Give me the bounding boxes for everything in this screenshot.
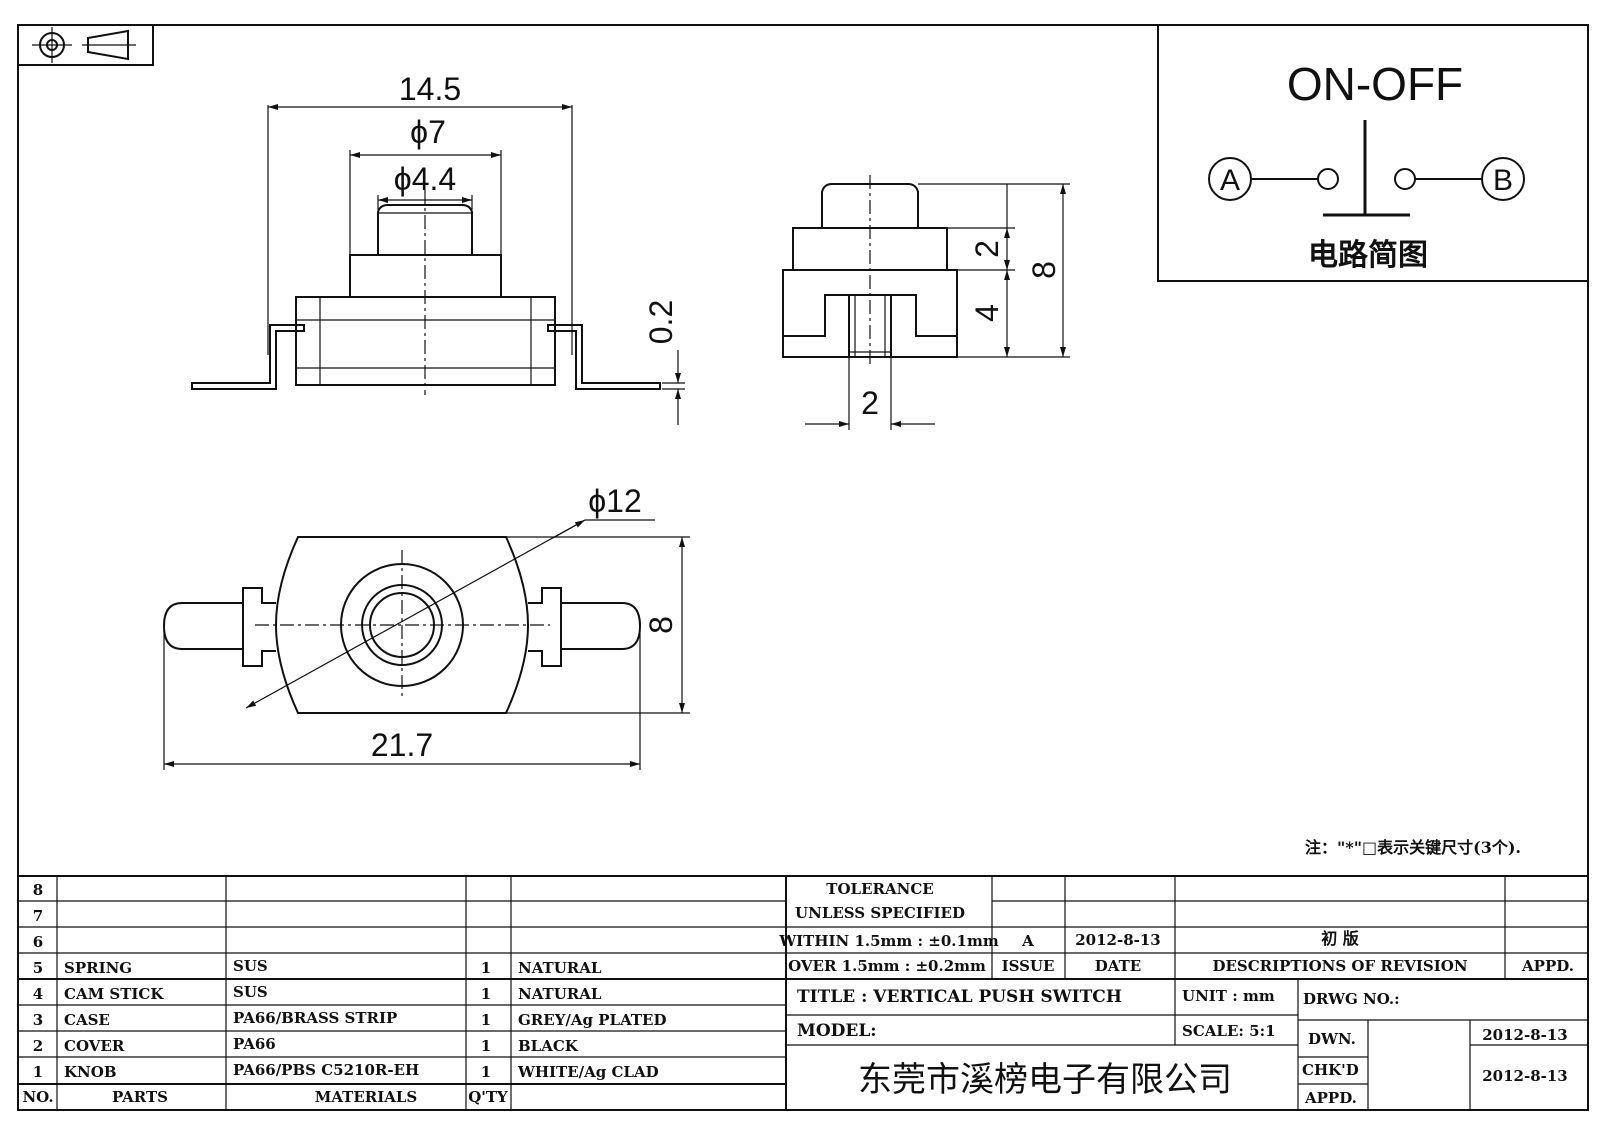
parts-row-part: KNOB (64, 1063, 117, 1081)
revision-issue-label: ISSUE (1002, 957, 1055, 975)
parts-header-parts: PARTS (112, 1088, 168, 1106)
parts-row-finish: GREY/Ag PLATED (518, 1011, 667, 1029)
chkd-date: 2012-8-13 (1482, 1067, 1568, 1085)
parts-row-finish: NATURAL (518, 959, 602, 977)
parts-row-no: 2 (33, 1037, 43, 1055)
sheet-border (17, 24, 1589, 1111)
parts-row-material: SUS (233, 957, 268, 975)
parts-row-qty: 1 (481, 1063, 491, 1081)
company-name: 东莞市溪榜电子有限公司 (858, 1060, 1232, 1100)
parts-row-finish: BLACK (518, 1037, 579, 1055)
parts-header-no: NO. (22, 1088, 53, 1106)
front-view: 14.5 ϕ7 ϕ4.4 0.2 (191, 71, 685, 425)
parts-row-qty: 1 (481, 985, 491, 1003)
side-view: 2 4 8 2 (782, 175, 1070, 430)
parts-row-part: SPRING (64, 959, 132, 977)
model-label: MODEL: (797, 1021, 877, 1041)
revision-block: A 2012-8-13 初 版 ISSUE DATE DESCRIPTIONS … (1002, 929, 1574, 975)
dwn-date: 2012-8-13 (1482, 1026, 1568, 1044)
title-block-text: TITLE : VERTICAL PUSH SWITCH UNIT : mm D… (797, 987, 1568, 1107)
parts-row-no: 8 (33, 881, 43, 899)
parts-header-materials: MATERIALS (315, 1088, 418, 1106)
drawing-number-label: DRWG NO.: (1303, 990, 1400, 1008)
revision-description: 初 版 (1321, 929, 1359, 948)
dim-side-upper: 2 (969, 240, 1005, 258)
parts-row-no: 1 (33, 1063, 43, 1081)
parts-row-qty: 1 (481, 959, 491, 977)
key-dimension-note: 注："*"□表示关键尺寸(3个). (1305, 838, 1521, 857)
tolerance-block: TOLERANCE UNLESS SPECIFIED WITHIN 1.5mm … (778, 880, 999, 975)
revision-date-label: DATE (1095, 957, 1141, 975)
parts-table-rows: 8 7 6 5 SPRING SUS 1 NATURAL 4 CAM STICK… (22, 881, 666, 1106)
parts-row-no: 4 (33, 985, 43, 1003)
dim-top-length: 21.7 (371, 727, 433, 763)
parts-row-part: CASE (64, 1011, 110, 1029)
tolerance-line-2: UNLESS SPECIFIED (795, 904, 965, 922)
tolerance-line-1: TOLERANCE (826, 880, 933, 898)
parts-row-material: PA66/BRASS STRIP (233, 1009, 397, 1027)
parts-row-qty: 1 (481, 1011, 491, 1029)
drawing-title: TITLE : VERTICAL PUSH SWITCH (797, 987, 1122, 1007)
dim-top-diameter: ϕ12 (588, 483, 642, 519)
parts-row-qty: 1 (481, 1037, 491, 1055)
revision-appd-label: APPD. (1521, 957, 1574, 975)
dim-front-width: 14.5 (399, 71, 461, 107)
parts-row-material: PA66 (233, 1035, 276, 1053)
unit-label: UNIT : mm (1182, 987, 1275, 1005)
revision-desc-label: DESCRIPTIONS OF REVISION (1212, 957, 1467, 975)
appd-label: APPD. (1304, 1089, 1357, 1107)
parts-row-no: 5 (33, 959, 43, 977)
title-block (18, 875, 1588, 1110)
dim-side-total: 8 (1026, 261, 1062, 279)
parts-row-material: SUS (233, 983, 268, 1001)
chkd-label: CHK'D (1302, 1061, 1359, 1079)
parts-row-finish: NATURAL (518, 985, 602, 1003)
parts-table (18, 876, 787, 1110)
tolerance-line-3: WITHIN 1.5mm : ±0.1mm (778, 932, 999, 950)
top-view: ϕ12 8 21.7 (162, 483, 690, 770)
dwn-label: DWN. (1308, 1030, 1356, 1048)
dim-front-lead: 0.2 (643, 300, 679, 344)
scale-label: SCALE: 5:1 (1182, 1022, 1276, 1040)
parts-row-part: CAM STICK (64, 985, 164, 1003)
projection-symbol-icon (17, 24, 154, 66)
parts-header-qty: Q'TY (468, 1088, 508, 1106)
parts-row-no: 6 (33, 933, 43, 951)
terminal-b-label: B (1493, 164, 1513, 197)
parts-row-no: 3 (33, 1011, 43, 1029)
dim-side-slot: 2 (861, 385, 879, 421)
circuit-schematic: ON-OFF A B 电路简图 (1157, 25, 1588, 282)
schematic-caption: 电路简图 (1308, 238, 1428, 273)
dim-top-height: 8 (643, 616, 679, 634)
terminal-a-label: A (1220, 164, 1240, 197)
parts-row-part: COVER (64, 1037, 125, 1055)
tolerance-line-4: OVER 1.5mm : ±0.2mm (788, 957, 986, 975)
dim-front-cap: ϕ7 (410, 114, 446, 150)
dim-side-lower: 4 (969, 304, 1005, 322)
revision-date: 2012-8-13 (1075, 931, 1161, 949)
parts-row-finish: WHITE/Ag CLAD (517, 1063, 659, 1081)
schematic-title: ON-OFF (1287, 58, 1463, 110)
parts-row-material: PA66/PBS C5210R-EH (233, 1061, 419, 1079)
revision-issue: A (1021, 932, 1034, 950)
parts-row-no: 7 (33, 907, 43, 925)
